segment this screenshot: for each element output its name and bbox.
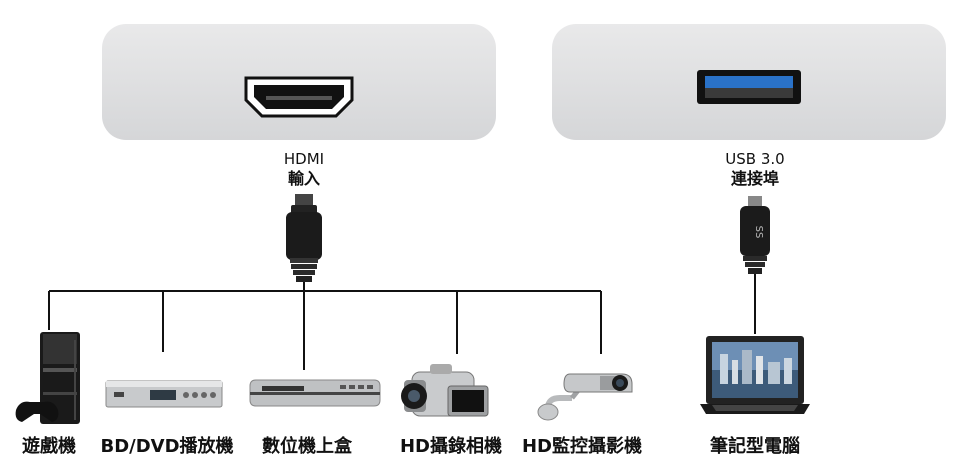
device-label-security-camera: HD監控攝影機 [521,436,642,457]
usb-port-label: USB 3.0 連接埠 [702,150,808,188]
device-label-set-top-box: 數位機上盒 [262,436,352,457]
hdmi-port-icon [244,76,354,118]
game-console-icon [15,332,80,424]
laptop-icon [700,336,810,414]
device-label-camcorder: HD攝錄相機 [399,436,502,457]
usb-port-icon [697,70,801,104]
hdmi-label-zh: 輸入 [287,169,320,188]
device-label-game-console: 遊戲機 [22,436,76,457]
security-camera-icon [537,373,633,421]
camcorder-icon [401,364,489,417]
hdmi-cable-plug-icon [286,194,322,282]
usb-label-en: USB 3.0 [725,150,785,168]
usb-cable-plug-icon: SS [740,196,770,274]
device-label-bd-dvd-player: BD/DVD播放機 [100,436,234,457]
set-top-box-icon [249,379,381,407]
usb-label-zh: 連接埠 [730,169,779,188]
hdmi-wire-tree [48,282,602,370]
bd-dvd-player-icon [105,380,223,408]
hdmi-input-label: HDMI 輸入 [264,150,344,188]
device-label-laptop: 筆記型電腦 [710,436,800,457]
svg-text:SS: SS [753,226,764,239]
hdmi-label-en: HDMI [283,150,325,168]
